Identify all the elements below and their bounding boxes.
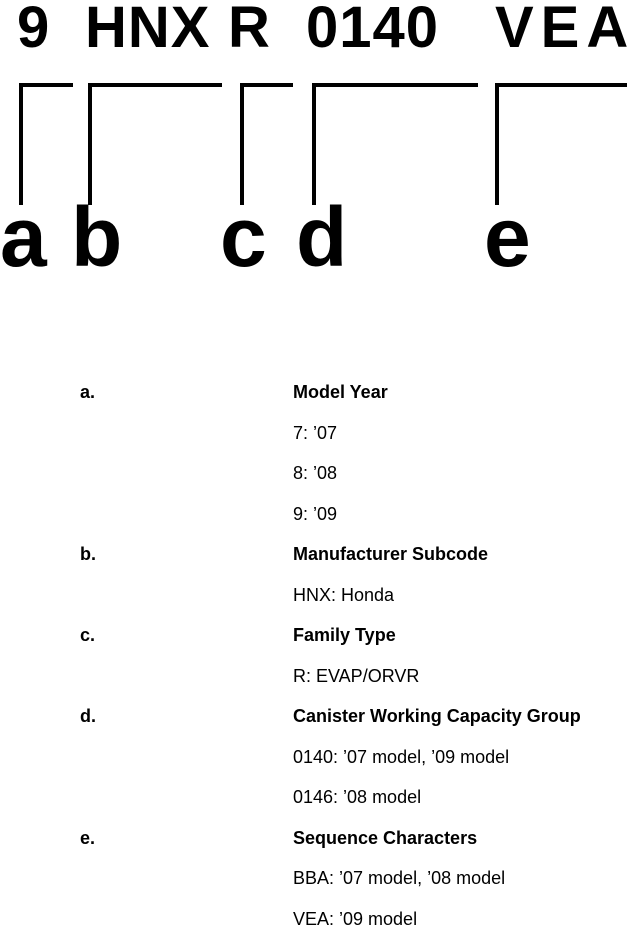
code-segment-e: VEA [495, 0, 636, 60]
legend-item: HNX: Honda [293, 584, 395, 605]
legend-section-b-title-row: b. Manufacturer Subcode [0, 543, 640, 584]
legend-section-a-title-row: a. Model Year [0, 381, 640, 422]
bracket-b-vertical-line [88, 83, 92, 205]
legend-item: R: EVAP/ORVR [293, 665, 420, 686]
bracket-a-horizontal-line [19, 83, 73, 87]
bracket-a-vertical-line [19, 83, 23, 205]
legend-title-canister-working-capacity-group: Canister Working Capacity Group [293, 706, 581, 726]
legend-item: 9: ’09 [293, 503, 338, 524]
code-segment-b: HNX [85, 0, 211, 60]
code-segment-c: R [228, 0, 271, 60]
legend-label-a: a. [80, 382, 96, 402]
legend-title-model-year: Model Year [293, 382, 388, 402]
legend-item-row: 8: ’08 [0, 462, 640, 503]
legend-section-c-title-row: c. Family Type [0, 624, 640, 665]
legend-item-row: VEA: ’09 model [0, 908, 640, 928]
legend-item: 0146: ’08 model [293, 787, 422, 807]
legend-item-row: BBA: ’07 model, ’08 model [0, 867, 640, 908]
legend-item-row: 0146: ’08 model [0, 786, 640, 827]
legend-title-manufacturer-subcode: Manufacturer Subcode [293, 544, 489, 564]
bracket-b-horizontal-line [88, 83, 222, 87]
legend-item: 7: ’07 [293, 422, 338, 443]
bracket-d-vertical-line [312, 83, 316, 205]
key-letter-a: a [0, 190, 47, 284]
legend-item-row: HNX: Honda [0, 584, 640, 625]
bracket-c-horizontal-line [240, 83, 293, 87]
key-letter-c: c [220, 190, 267, 284]
legend-item: BBA: ’07 model, ’08 model [293, 868, 506, 888]
legend-item-row: R: EVAP/ORVR [0, 665, 640, 706]
bracket-c-vertical-line [240, 83, 244, 205]
legend-title-sequence-characters: Sequence Characters [293, 827, 478, 848]
key-letter-e: e [484, 190, 531, 284]
bracket-e-horizontal-line [495, 83, 627, 87]
legend-title-family-type: Family Type [293, 625, 396, 645]
key-letter-b: b [71, 190, 123, 284]
legend-item: 8: ’08 [293, 463, 338, 483]
code-segment-d: 0140 [306, 0, 440, 60]
legend-section-e-title-row: e. Sequence Characters [0, 827, 640, 868]
legend-label-e: e. [80, 827, 96, 848]
legend-label-d: d. [80, 706, 96, 726]
legend-label-c: c. [80, 625, 96, 645]
bracket-d-horizontal-line [312, 83, 478, 87]
key-letter-d: d [296, 190, 348, 284]
legend-item: VEA: ’09 model [293, 908, 418, 928]
legend-item-row: 9: ’09 [0, 503, 640, 544]
bracket-e-vertical-line [495, 83, 499, 205]
legend-item-row: 0140: ’07 model, ’09 model [0, 746, 640, 787]
legend-item: 0140: ’07 model, ’09 model [293, 746, 510, 767]
legend-section-d-title-row: d. Canister Working Capacity Group [0, 705, 640, 746]
code-segment-a: 9 [17, 0, 51, 60]
legend: a. Model Year 7: ’07 8: ’08 9: ’09 b. Ma… [0, 381, 640, 928]
legend-label-b: b. [80, 544, 96, 564]
legend-item-row: 7: ’07 [0, 422, 640, 463]
